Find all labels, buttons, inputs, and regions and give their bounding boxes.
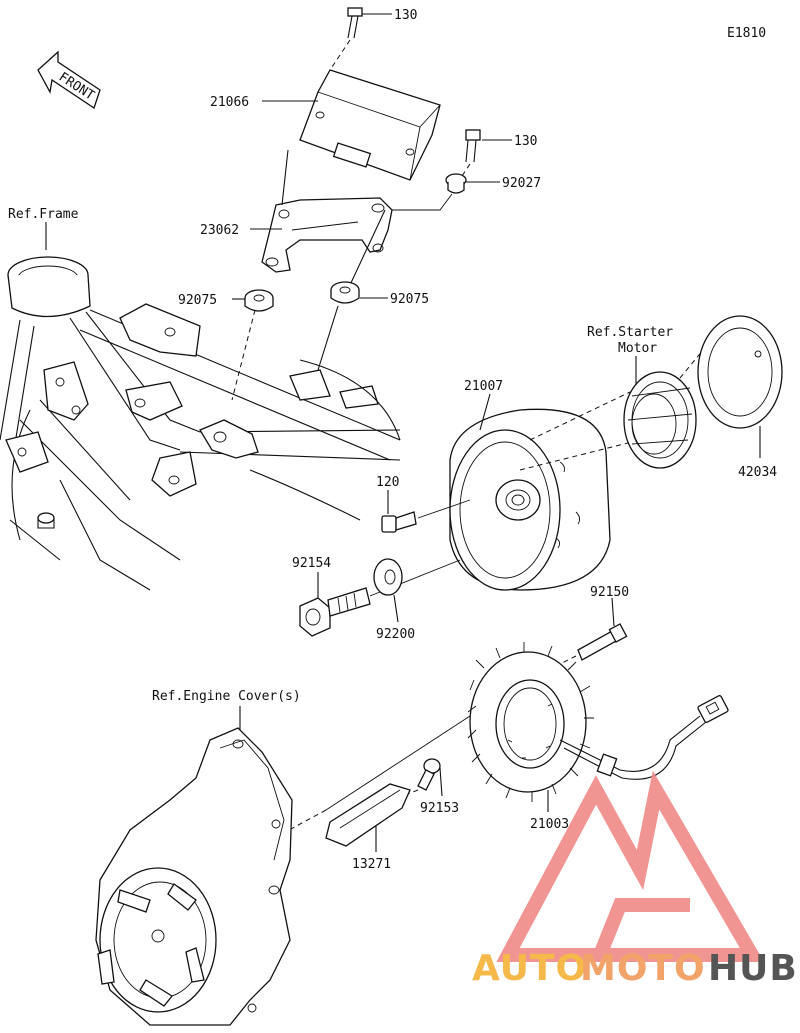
bracket-23062 <box>250 149 393 286</box>
collar-92027 <box>380 173 500 211</box>
label-92150: 92150 <box>590 585 629 600</box>
label-21007: 21007 <box>464 379 503 394</box>
washer-92200 <box>373 558 403 623</box>
engine-cover <box>95 727 293 1026</box>
damper-92075-left <box>231 289 274 401</box>
label-42034: 42034 <box>738 465 777 480</box>
front-arrow-icon: FRONT <box>37 50 101 110</box>
starter-clutch <box>623 371 697 469</box>
label-21003: 21003 <box>530 817 569 832</box>
watermark-text-hub: HUB <box>708 948 798 989</box>
frame <box>0 256 401 591</box>
bolt-130-top <box>329 7 392 71</box>
bolt-92154 <box>299 559 461 637</box>
label-92153: 92153 <box>420 801 459 816</box>
holder-13271 <box>325 783 411 852</box>
watermark-logo-icon <box>496 770 765 962</box>
ref-frame-label: Ref.Frame <box>8 207 79 222</box>
watermark-text-moto: MOTO <box>580 948 706 989</box>
bolt-120 <box>381 490 471 533</box>
label-92200: 92200 <box>376 627 415 642</box>
ref-engine-cover-label: Ref.Engine Cover(s) <box>152 689 301 704</box>
cover-42034 <box>697 315 783 458</box>
label-130-top: 130 <box>394 8 417 23</box>
bolt-92150 <box>547 597 628 671</box>
bolt-130-right <box>461 129 512 177</box>
label-13271: 13271 <box>352 857 391 872</box>
regulator-21066 <box>262 69 441 181</box>
damper-92075-right <box>317 281 388 371</box>
label-21066: 21066 <box>210 95 249 110</box>
watermark-text-auto: AUTO <box>472 948 587 989</box>
watermark-text: AUTO MOTO HUB <box>472 948 798 989</box>
label-92154: 92154 <box>292 556 331 571</box>
label-92027: 92027 <box>502 176 541 191</box>
stator-21003 <box>467 642 729 812</box>
label-120: 120 <box>376 475 399 490</box>
label-130-right: 130 <box>514 134 537 149</box>
ref-starter-line2: Motor <box>618 341 657 356</box>
label-23062: 23062 <box>200 223 239 238</box>
label-92075-left: 92075 <box>178 293 217 308</box>
label-92075-right: 92075 <box>390 292 429 307</box>
diagram-code: E1810 <box>727 26 766 41</box>
rotor-21007 <box>449 393 611 591</box>
ref-starter-line1: Ref.Starter <box>587 325 673 340</box>
